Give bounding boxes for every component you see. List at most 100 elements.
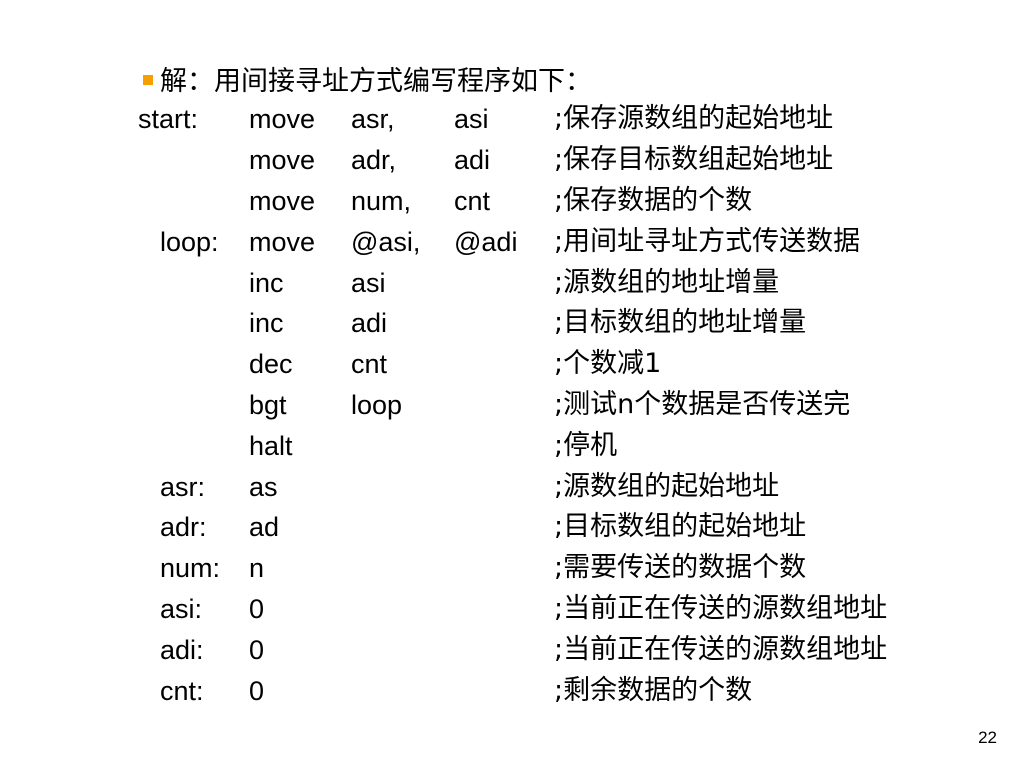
code-label: start: [138,104,199,135]
code-label-cell: asr: [138,466,249,507]
code-line: adi:0 ;当前正在传送的源数组地址 [138,629,887,670]
code-operand-2 [454,466,554,507]
code-label: num: [160,553,221,584]
slide-heading: 解：用间接寻址方式编写程序如下： [143,58,592,98]
code-label-cell: adi: [138,629,249,670]
code-comment: ;剩余数据的个数 [554,674,753,706]
code-comment: ;停机 [554,429,618,461]
code-label-cell [138,303,249,344]
code-label-cell [138,262,249,303]
code-operand-2 [454,507,554,548]
code-label: cnt: [160,675,204,706]
code-label: asr: [160,471,206,502]
code-opcode: 0 [249,675,265,706]
code-label-cell [138,385,249,426]
code-line: bgt loop ;测试n个数据是否传送完 [138,385,887,426]
code-opcode: 0 [249,634,265,665]
code-operand-1: loop [351,389,403,420]
code-operand-2: @adi [454,226,518,257]
code-label-cell: adr: [138,507,249,548]
code-operand-1 [351,507,454,548]
code-line: move adr, adi ;保存目标数组起始地址 [138,140,887,181]
page-number: 22 [978,728,997,747]
code-line: inc asi ;源数组的地址增量 [138,262,887,303]
code-operand-1 [351,548,454,589]
code-opcode: move [249,185,316,216]
code-label-cell: num: [138,548,249,589]
code-operand-2: asi [454,104,489,135]
code-line: start: move asr, asi ;保存源数组的起始地址 [138,99,887,140]
assembly-code-listing: start: move asr, asi ;保存源数组的起始地址 move adr, adi;… [138,99,887,711]
code-opcode: ad [249,512,280,543]
code-comment: ;当前正在传送的源数组地址 [554,592,888,624]
code-operand-2 [454,262,554,303]
code-label-cell [138,344,249,385]
code-comment: ;目标数组的地址增量 [554,307,807,339]
code-comment: ;目标数组的起始地址 [554,511,807,543]
code-opcode: move [249,145,316,176]
code-operand-1 [351,670,454,711]
code-operand-2 [454,344,554,385]
code-operand-2 [454,385,554,426]
code-opcode: 0 [249,593,265,624]
code-operand-1: cnt [351,349,388,380]
code-line: num:n;需要传送的数据个数 [138,548,887,589]
code-line: loop: move @asi, @adi ;用间址寻址方式传送数据 [138,221,887,262]
code-operand-1 [351,589,454,630]
code-operand-2: cnt [454,185,491,216]
code-operand-2 [454,548,554,589]
code-label-cell [138,140,249,181]
code-opcode: halt [249,430,293,461]
code-operand-1: num, [351,185,412,216]
code-operand-2 [454,670,554,711]
code-label-cell: start: [138,99,249,140]
code-comment: ;个数减1 [554,348,662,380]
code-label-cell: cnt: [138,670,249,711]
code-line: halt ;停机 [138,425,887,466]
code-line: inc adi ;目标数组的地址增量 [138,303,887,344]
code-label-cell: loop: [138,221,249,262]
code-opcode: inc [249,267,284,298]
code-opcode: dec [249,349,293,380]
code-operand-1 [351,629,454,670]
code-opcode: move [249,226,316,257]
code-operand-2 [454,629,554,670]
code-opcode: inc [249,308,284,339]
code-operand-1: asi [351,267,386,298]
code-line: adr:ad ;目标数组的起始地址 [138,507,887,548]
code-line: move num, cnt ;保存数据的个数 [138,181,887,222]
code-comment: ;源数组的地址增量 [554,266,780,298]
code-operand-1: @asi, [351,226,421,257]
code-operand-2 [454,425,554,466]
code-operand-2 [454,589,554,630]
code-comment: ;当前正在传送的源数组地址 [554,633,888,665]
square-bullet-icon [143,75,153,85]
code-comment: ;源数组的起始地址 [554,470,780,502]
code-label: asi: [160,593,203,624]
code-comment: ;保存目标数组起始地址 [554,144,834,176]
heading-text: 解：用间接寻址方式编写程序如下： [160,65,592,97]
code-label-cell: asi: [138,589,249,630]
code-operand-1: adi [351,308,388,339]
code-line: dec cnt ;个数减1 [138,344,887,385]
code-line: cnt: 0 ;剩余数据的个数 [138,670,887,711]
code-operand-1: adr, [351,145,397,176]
code-label-cell [138,425,249,466]
code-opcode: bgt [249,389,287,420]
code-comment: ;需要传送的数据个数 [554,552,807,584]
code-comment: ;测试n个数据是否传送完 [554,388,851,420]
code-operand-1 [351,466,454,507]
code-comment: ;用间址寻址方式传送数据 [554,225,861,257]
code-opcode: move [249,104,316,135]
code-label-cell [138,181,249,222]
code-operand-1: asr, [351,104,395,135]
code-operand-2 [454,303,554,344]
code-line: asi: 0 ;当前正在传送的源数组地址 [138,589,887,630]
code-comment: ;保存数据的个数 [554,184,753,216]
code-opcode: as [249,471,278,502]
code-line: asr: as ;源数组的起始地址 [138,466,887,507]
code-operand-2: adi [454,145,491,176]
code-label: loop: [160,226,219,257]
code-comment: ;保存源数组的起始地址 [554,103,834,135]
